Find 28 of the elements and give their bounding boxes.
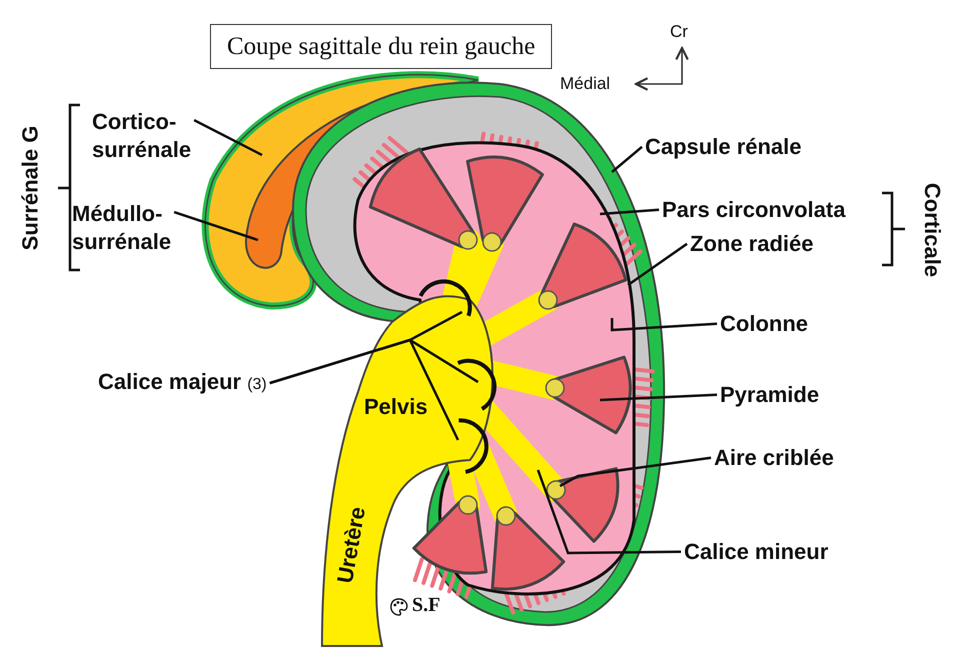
part-label: Médullo- surrénale [72,200,172,255]
leader-line [600,394,718,402]
leader-line [611,146,643,173]
group-label: Surrénale G [17,126,43,250]
part-label: Capsule rénale [645,133,802,160]
signature: S.F [412,594,440,617]
part-label: Calice mineur [684,538,828,566]
leader-line [559,456,712,488]
leader-line [194,118,263,156]
group-label: Corticale [919,182,945,278]
leader-line [536,470,682,554]
leader-line [269,338,460,441]
part-label: Pelvis [364,394,428,420]
part-label: Zone radiée [690,230,814,258]
part-label: Aire criblée [714,444,834,472]
part-label: Calice majeur (3) [98,368,267,396]
part-label: Pars circonvolata [662,196,846,224]
leader-line [627,242,688,286]
direction-label: Cr [670,22,688,42]
direction-label: Médial [560,74,610,94]
part-label: Cortico- surrénale [92,108,192,163]
leader-line [600,208,660,216]
part-label: Pyramide [720,381,820,408]
title-box: Coupe sagittale du rein gauche [210,24,552,70]
part-label: Uretère [332,504,372,586]
leader-line [610,318,718,332]
part-label: Colonne [720,310,808,338]
leader-line [174,210,258,242]
